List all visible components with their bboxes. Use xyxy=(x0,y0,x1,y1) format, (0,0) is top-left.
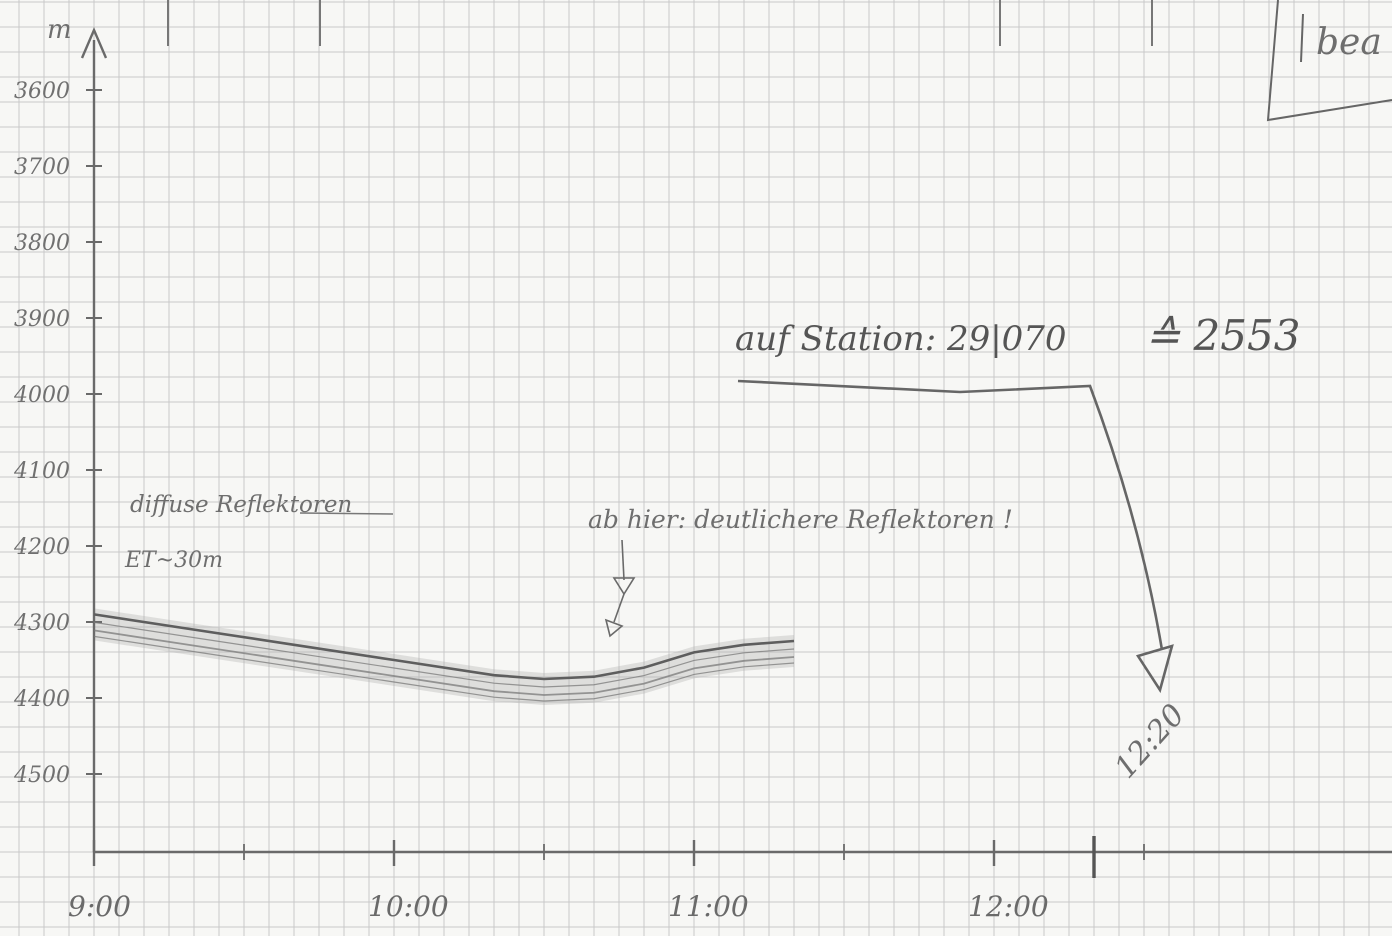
y-tick-label: 4500 xyxy=(13,763,70,788)
axes xyxy=(80,26,1392,854)
reflector-shading xyxy=(94,608,794,705)
x-ticks: 9:00 10:00 11:00 12:00 xyxy=(68,836,1145,923)
station-label: auf Station: 29|070 xyxy=(735,319,1067,359)
annotation-ab-hier: ab hier: deutlichere Reflektoren ! xyxy=(588,505,1013,534)
series-sketch-line xyxy=(93,621,795,688)
x-tick-label: 10:00 xyxy=(368,890,449,923)
y-axis-unit-label: m xyxy=(47,15,72,45)
y-tick-label: 4000 xyxy=(13,383,70,408)
y-tick-label: 4300 xyxy=(13,611,70,636)
annotation-diffuse-underline xyxy=(299,512,394,515)
x-tick-label: 11:00 xyxy=(668,890,749,923)
station-arrow xyxy=(737,379,1174,694)
y-tick-label: 3800 xyxy=(14,231,70,256)
y-tick-label: 3900 xyxy=(14,307,70,332)
series-sketch-line xyxy=(93,635,795,702)
reflector-band xyxy=(94,608,794,705)
series-sketch-line xyxy=(93,629,795,696)
series-line xyxy=(93,613,795,681)
y-tick-label: 4400 xyxy=(13,687,70,712)
y-tick-label: 4200 xyxy=(13,535,70,560)
annotation-diffuse-reflektoren: diffuse Reflektoren xyxy=(130,492,352,518)
series-group xyxy=(93,613,795,702)
x-tick-label: 12:00 xyxy=(968,890,1049,923)
station-equivalent: ≙ 2553 xyxy=(1145,311,1300,360)
annotation-et-30m: ET~30m xyxy=(124,548,223,573)
y-tick-label: 4100 xyxy=(13,459,70,484)
y-tick-label: 3700 xyxy=(14,155,70,180)
y-axis-arrow xyxy=(80,26,108,59)
y-tick-label: 3600 xyxy=(14,79,70,104)
station-time: 12:20 xyxy=(1108,698,1192,786)
y-ticks: 3600 3700 3800 3900 4000 4100 4200 4300 4400 4500 xyxy=(13,79,102,788)
corner-box xyxy=(1266,0,1392,122)
corner-text: bea xyxy=(1316,22,1382,63)
x-tick-label: 9:00 xyxy=(68,890,131,923)
annotation-ab-hier-arrow xyxy=(604,539,636,638)
